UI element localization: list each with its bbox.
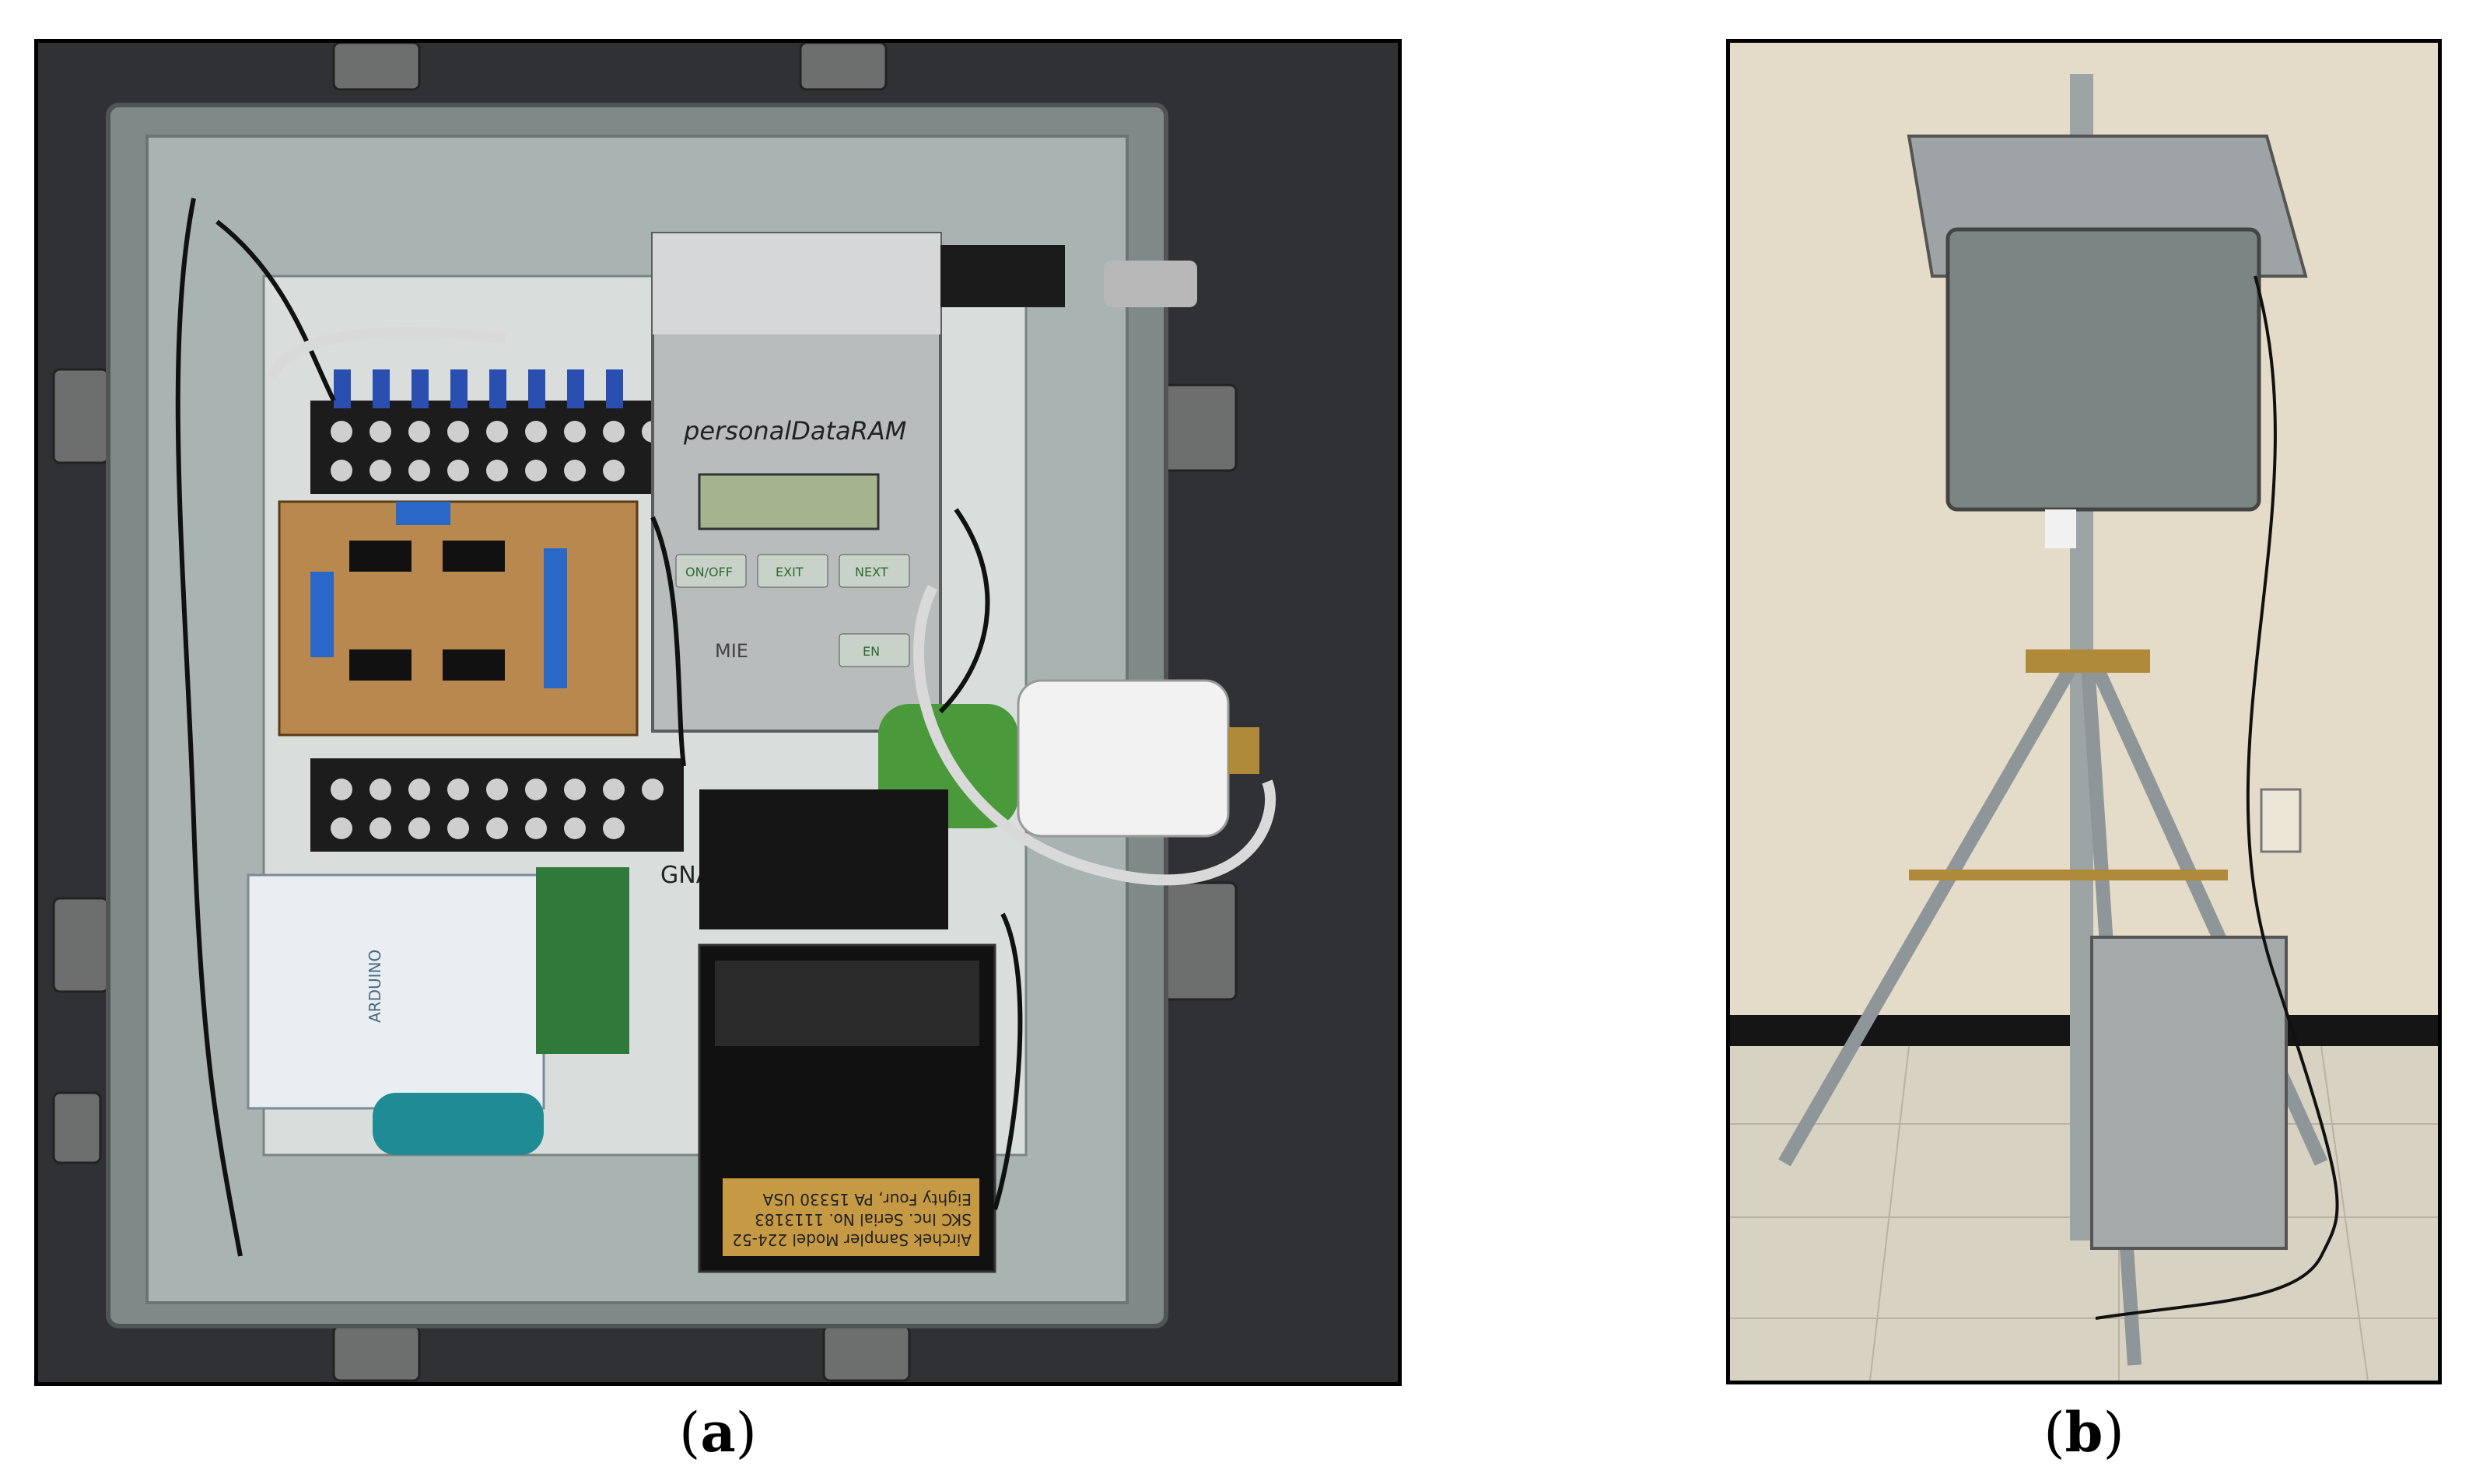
inlet-fitting [1104, 261, 1197, 307]
tubing [266, 327, 1277, 886]
photo-panel-a: GNA ARDUINO personalDataRAM ON/OFF EXIT … [34, 39, 1402, 1386]
panel-b-caption: (b) [2043, 1400, 2124, 1465]
terminal-block-top [310, 369, 684, 494]
arduino-label: ARDUINO [366, 950, 384, 1023]
photo-panel-b [1726, 39, 2442, 1384]
filter-cartridge [373, 1093, 544, 1155]
pump-label [723, 1178, 979, 1256]
pump-label-line-2: SKC Inc. Serial No. 1113183 [755, 1210, 972, 1229]
key-enter: EN [863, 644, 880, 659]
key-exit: EXIT [776, 565, 804, 579]
vendor-mark: MIE [715, 640, 748, 662]
enclosure-photo: GNA ARDUINO personalDataRAM ON/OFF EXIT … [38, 43, 1398, 1382]
ic-chips [349, 541, 505, 681]
pump-label-line-1: Airchek Sampler Model 224-52 [732, 1230, 972, 1249]
monitor-brand: personalDataRAM [683, 416, 906, 446]
tripod-photo [1730, 43, 2438, 1381]
sensor-enclosure [1945, 227, 2261, 512]
power-module [699, 789, 948, 929]
panel-a-caption: (a) [679, 1400, 757, 1465]
ground-box [2090, 936, 2288, 1250]
lcd-display [698, 473, 880, 530]
pump-motor [940, 245, 1065, 307]
arduino-board [247, 873, 545, 1110]
panel-b-label: b [2065, 1400, 2103, 1465]
shield-board [536, 867, 629, 1054]
wires [175, 198, 1023, 1257]
pump-label-line-3: Eighty Four, PA 15330 USA [762, 1190, 972, 1209]
white-cylinder [1017, 679, 1230, 838]
key-onoff: ON/OFF [685, 565, 733, 579]
power-cable [2095, 275, 2339, 1320]
keypad: ON/OFF EXIT NEXT EN [675, 554, 910, 667]
panel-a-label: a [700, 1400, 736, 1465]
key-next: NEXT [855, 565, 888, 579]
terminal-block-bottom [310, 758, 684, 852]
wall-outlet [2260, 788, 2302, 853]
